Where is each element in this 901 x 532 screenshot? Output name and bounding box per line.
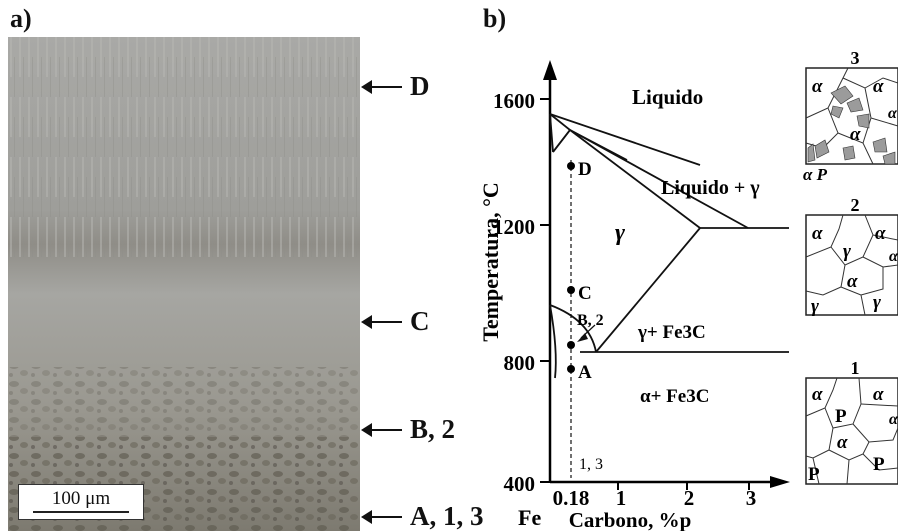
- schematic-1-phase-2: α: [873, 384, 884, 405]
- marker-A-1-3: A, 1, 3: [410, 501, 484, 531]
- x-axis-label: Carbono, %p: [569, 508, 692, 531]
- point-C: C: [578, 283, 592, 304]
- marker-B-2: B, 2: [410, 414, 456, 444]
- schematic-3-phase-4: α: [888, 105, 898, 122]
- schematic-3: 3 α α α α α P: [803, 48, 898, 183]
- schematic-1-phase-1: α: [812, 384, 823, 405]
- marker-D: D: [410, 71, 430, 101]
- y-tick-1600: 1600: [493, 89, 535, 113]
- schematic-3-caption: α P: [803, 165, 828, 183]
- x-tick-2: 2: [684, 486, 695, 510]
- scale-bar: 100 μm: [18, 484, 144, 520]
- region-gamma: γ: [615, 220, 625, 246]
- point-B-2: B, 2: [577, 312, 604, 329]
- schematic-2: 2 α γ α α γ α γ: [805, 195, 898, 317]
- schematic-1-number: 1: [851, 358, 860, 378]
- marker-C: C: [410, 306, 430, 336]
- origin-label: Fe: [518, 505, 541, 530]
- y-tick-1200: 1200: [493, 215, 535, 239]
- schematic-3-phase-1: α: [812, 76, 823, 97]
- y-axis-label: Temperatura, °C: [478, 182, 503, 342]
- schematic-2-phase-2: γ: [843, 241, 851, 262]
- schematic-1-phase-5: α: [837, 432, 848, 453]
- y-tick-400: 400: [504, 472, 536, 496]
- x-tick-018: 0.18: [553, 486, 590, 510]
- panel-b-label: b): [483, 4, 507, 33]
- schematic-2-phase-6: α: [847, 271, 858, 292]
- schematic-1-phase-4: α: [889, 411, 898, 428]
- region-liquid-gamma: Liquido + γ: [661, 177, 760, 199]
- x-tick-1: 1: [616, 486, 627, 510]
- schematic-2-phase-1: α: [812, 223, 823, 244]
- point-D: D: [578, 159, 592, 180]
- schematic-2-phase-3: α: [875, 223, 886, 244]
- schematic-2-phase-5: γ: [811, 296, 819, 317]
- arrow-D: [361, 80, 402, 94]
- micrograph-image: 100 μm: [8, 37, 360, 531]
- schematic-1: 1 α α P α α P P: [805, 358, 898, 485]
- scale-bar-line: [33, 511, 129, 513]
- region-alpha-fe3c: α+ Fe3C: [640, 386, 709, 407]
- schematic-1-phase-3: P: [835, 406, 847, 427]
- schematic-2-number: 2: [851, 195, 860, 215]
- phase-diagram: 400 800 1200 1600 0.18 1 2 3 Fe Carbono,…: [478, 60, 790, 531]
- point-1-3: 1, 3: [579, 456, 603, 473]
- x-tick-3: 3: [746, 486, 757, 510]
- y-tick-800: 800: [504, 351, 536, 375]
- arrow-B: [361, 423, 402, 437]
- schematic-3-number: 3: [851, 48, 860, 68]
- schematic-2-phase-7: γ: [873, 292, 881, 313]
- region-gamma-fe3c: γ+ Fe3C: [637, 322, 706, 343]
- arrow-C: [361, 315, 402, 329]
- region-liquid: Liquido: [632, 85, 703, 109]
- schematic-1-phase-7: P: [808, 464, 820, 485]
- schematic-3-phase-3: α: [850, 124, 861, 145]
- schematic-3-phase-2: α: [873, 76, 884, 97]
- arrow-A: [361, 510, 402, 524]
- schematic-1-phase-6: P: [873, 454, 885, 475]
- schematic-2-phase-4: α: [889, 248, 898, 265]
- point-A: A: [578, 362, 592, 383]
- panel-a-label: a): [10, 4, 32, 33]
- scale-bar-label: 100 μm: [51, 488, 111, 509]
